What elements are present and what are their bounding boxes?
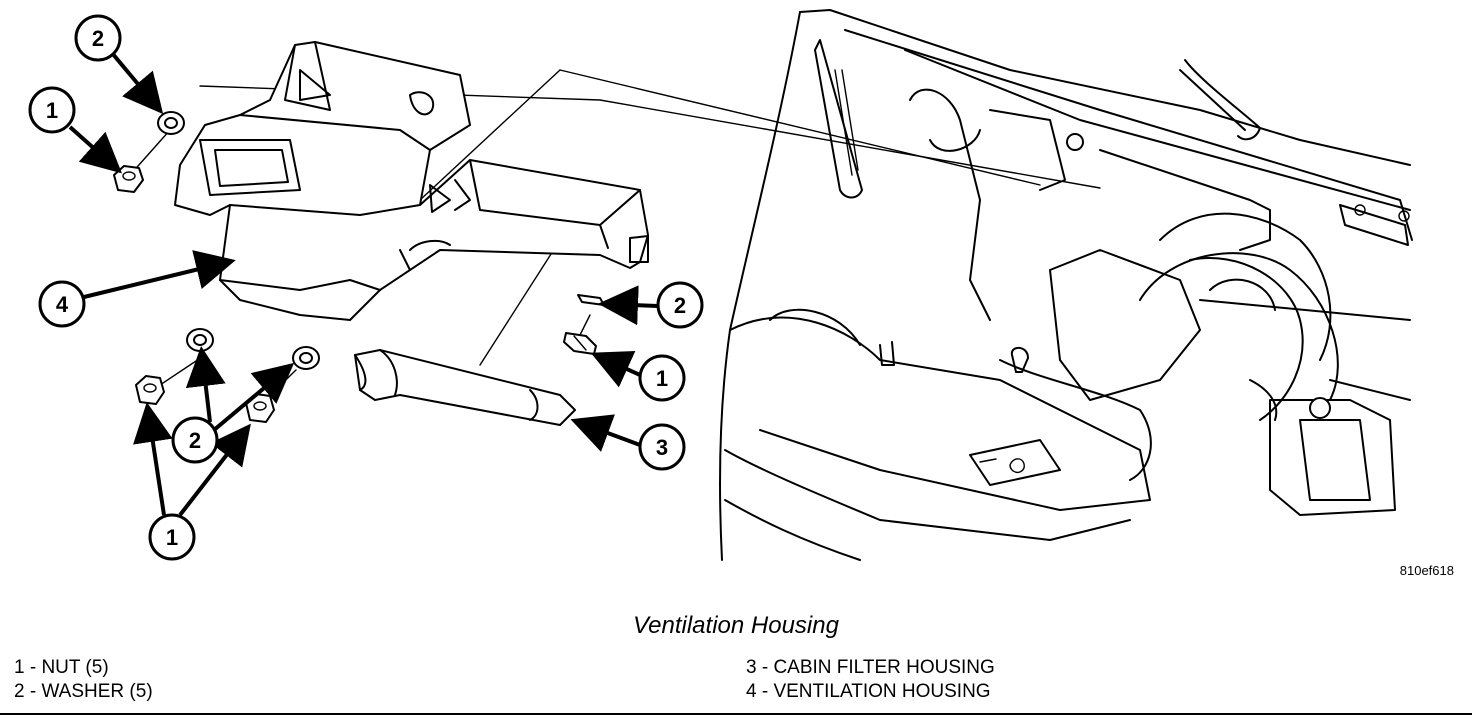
legend-item-cabin-filter-housing: 3 - CABIN FILTER HOUSING — [746, 657, 995, 678]
hardware-parts — [113, 111, 605, 423]
svg-text:1: 1 — [46, 98, 58, 123]
callout-3: 3 — [638, 423, 686, 471]
projection-lines — [129, 69, 1101, 401]
callout-1-bottom: 1 — [148, 513, 196, 561]
ventilation-housing-part — [174, 41, 649, 321]
svg-text:3: 3 — [656, 435, 668, 460]
legend-item-washer: 2 - WASHER (5) — [14, 681, 153, 702]
callout-2-right: 2 — [656, 281, 704, 329]
cabin-filter-housing-part — [354, 349, 576, 426]
engine-compartment-illustration — [719, 9, 1413, 561]
callout-1-upper-left: 1 — [28, 86, 76, 134]
callout-2-top: 2 — [74, 14, 122, 62]
callout-1-right: 1 — [638, 354, 686, 402]
svg-text:4: 4 — [56, 292, 69, 317]
legend-left: 1 - NUT (5) 2 - WASHER (5) — [14, 656, 153, 704]
legend-item-nut: 1 - NUT (5) — [14, 657, 109, 678]
legend-right: 3 - CABIN FILTER HOUSING 4 - VENTILATION… — [746, 656, 995, 704]
leader-lines — [68, 51, 659, 517]
ventilation-housing-diagram: 2 1 4 2 1 2 1 3 — [28, 9, 1413, 561]
legend-item-ventilation-housing: 4 - VENTILATION HOUSING — [746, 681, 991, 702]
svg-text:2: 2 — [189, 428, 201, 453]
figure-id: 810ef618 — [1399, 563, 1454, 578]
figure-caption: Ventilation Housing — [633, 612, 839, 639]
svg-text:2: 2 — [92, 26, 104, 51]
bottom-rule — [0, 713, 1472, 715]
svg-text:1: 1 — [656, 366, 668, 391]
svg-text:2: 2 — [674, 293, 686, 318]
callout-4: 4 — [38, 280, 86, 328]
callout-2-lower: 2 — [171, 416, 219, 464]
svg-text:1: 1 — [166, 525, 178, 550]
